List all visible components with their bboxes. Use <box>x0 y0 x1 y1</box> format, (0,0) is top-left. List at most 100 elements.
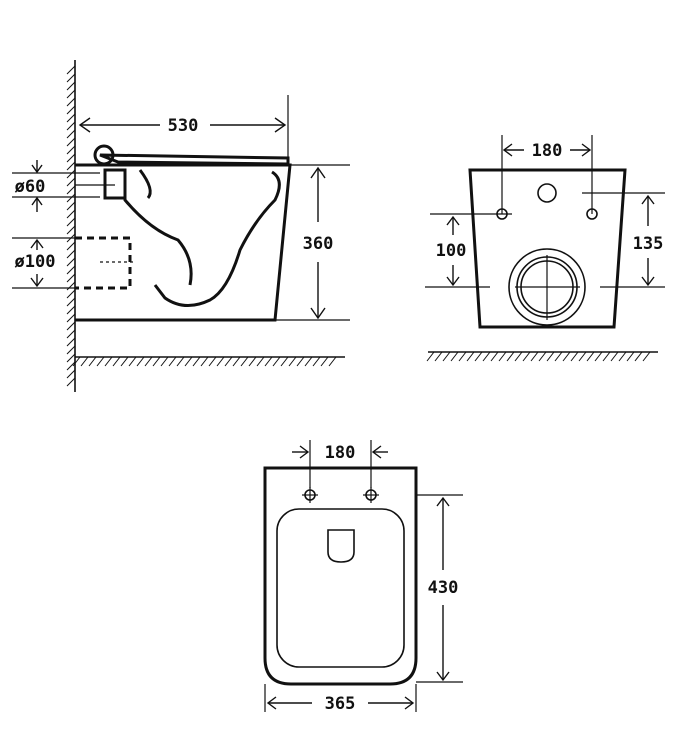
floor-hatch-stroke <box>96 356 105 367</box>
top-bowl-opening <box>276 508 405 668</box>
floor-hatch-stroke <box>450 351 459 362</box>
rear-view: 180 100 135 <box>425 135 665 362</box>
floor-hatch-stroke <box>152 356 161 367</box>
floor-hatch-stroke <box>434 351 443 362</box>
dim-365-arrow-left <box>266 696 277 710</box>
floor-hatch-stroke <box>514 351 523 362</box>
label-530: 530 <box>168 116 199 136</box>
dim-60-arrow-top <box>31 164 43 174</box>
wall-hatch-stroke <box>66 65 76 75</box>
dim-r180-arrow-left <box>502 143 513 157</box>
outlet-ring-outer <box>508 248 586 326</box>
floor-hatch-stroke <box>586 351 595 362</box>
rear-body <box>468 168 627 329</box>
floor-hatch-stroke <box>490 351 499 362</box>
floor-hatch-stroke <box>498 351 507 362</box>
floor-hatch-stroke <box>112 356 121 367</box>
floor-hatch-stroke <box>466 351 475 362</box>
dim-t180-arrow-right <box>371 445 382 459</box>
dim-430-arrow-top <box>436 496 450 507</box>
floor-hatch-stroke <box>184 356 193 367</box>
wall-hatch-stroke <box>66 161 76 171</box>
floor-hatching-rear <box>426 351 651 362</box>
wall-hatch-stroke <box>66 265 76 275</box>
dim-430-arrow-bottom <box>436 671 450 682</box>
inner-trap-right <box>153 170 281 307</box>
floor-hatch-stroke <box>474 351 483 362</box>
label-430: 430 <box>428 578 459 598</box>
floor-hatch-stroke <box>248 356 257 367</box>
dim-r100-arrow-top <box>446 215 460 226</box>
wall-hatch-stroke <box>66 121 76 131</box>
floor-hatch-stroke <box>256 356 265 367</box>
inlet-fitting <box>103 168 127 200</box>
floor-hatch-stroke <box>280 356 289 367</box>
floor-hatch-stroke <box>272 356 281 367</box>
wall-hatch-stroke <box>66 185 76 195</box>
floor-hatch-stroke <box>144 356 153 367</box>
dim-360-arrow-top <box>310 166 326 179</box>
floor-hatch-stroke <box>626 351 635 362</box>
floor-hatch-stroke <box>296 356 305 367</box>
dim-530-arrow-left <box>78 117 91 133</box>
wall-hatch-stroke <box>66 169 76 179</box>
dim-r100-arrow-bottom <box>446 276 460 287</box>
floor-hatch-stroke <box>522 351 531 362</box>
floor-hatch-stroke <box>506 351 515 362</box>
dim-100-arrow-bottom <box>30 277 44 288</box>
inner-trap-left <box>123 170 193 286</box>
floor-hatch-stroke <box>570 351 579 362</box>
dim-530-arrow-right <box>274 117 287 133</box>
floor-hatch-stroke <box>288 356 297 367</box>
label-rear-100: 100 <box>436 241 467 261</box>
wall-hatch-stroke <box>66 289 76 299</box>
wall-hatch-stroke <box>66 113 76 123</box>
wall-hatch-stroke <box>66 249 76 259</box>
floor-hatch-stroke <box>320 356 329 367</box>
dim-60-arrow-bottom <box>31 196 43 206</box>
floor-hatch-stroke <box>192 356 201 367</box>
floor-hatch-stroke <box>120 356 129 367</box>
floor-hatch-stroke <box>328 356 337 367</box>
wall-hatch-stroke <box>66 241 76 251</box>
wall-hatch-stroke <box>66 305 76 315</box>
dim-t180-arrow-left <box>299 445 310 459</box>
wall-hatch-stroke <box>66 273 76 283</box>
wall-hatch-stroke <box>66 201 76 211</box>
wall-hatch-stroke <box>66 81 76 91</box>
floor-hatch-stroke <box>264 356 273 367</box>
wall-hatch-stroke <box>66 137 76 147</box>
wall-hatch-stroke <box>66 177 76 187</box>
floor-hatch-stroke <box>304 356 313 367</box>
dim-r135-arrow-bottom <box>641 276 655 287</box>
floor-hatch-stroke <box>72 356 81 367</box>
wall-hatch-stroke <box>66 321 76 331</box>
floor-hatch-stroke <box>136 356 145 367</box>
dim-r135-arrow-top <box>641 194 655 205</box>
inner-rim <box>138 169 152 199</box>
top-view: 180 430 365 <box>263 440 463 714</box>
floor-hatch-stroke <box>610 351 619 362</box>
wall-hatch-stroke <box>66 377 76 387</box>
floor-hatch-stroke <box>642 351 651 362</box>
wall-hatch-stroke <box>66 297 76 307</box>
floor-hatch-stroke <box>240 356 249 367</box>
wall-hatch-stroke <box>66 209 76 219</box>
floor-hatch-stroke <box>216 356 225 367</box>
wall-hatch-stroke <box>66 369 76 379</box>
wall-hatch-stroke <box>66 105 76 115</box>
floor-hatch-stroke <box>562 351 571 362</box>
floor-hatch-stroke <box>312 356 321 367</box>
label-top-180: 180 <box>325 443 356 463</box>
floor-hatching-side <box>72 356 337 367</box>
wall-hatch-stroke <box>66 129 76 139</box>
wall-hatch-stroke <box>66 225 76 235</box>
floor-hatch-stroke <box>168 356 177 367</box>
floor-hatch-stroke <box>128 356 137 367</box>
label-rear-180: 180 <box>532 141 563 161</box>
dim-100-arrow-top <box>30 238 44 249</box>
dim-365-arrow-right <box>404 696 415 710</box>
floor-hatch-stroke <box>594 351 603 362</box>
wall-hatch-stroke <box>66 329 76 339</box>
wall-hatch-stroke <box>66 337 76 347</box>
